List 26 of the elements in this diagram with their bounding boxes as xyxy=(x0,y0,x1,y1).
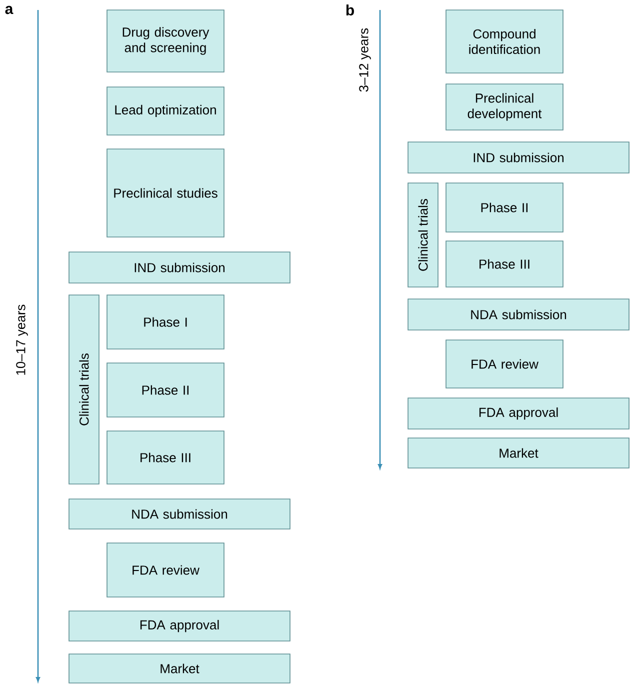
stage-box: Phase III xyxy=(446,240,564,288)
stage-box: Lead optimization xyxy=(106,86,224,136)
stage-box: Phase II xyxy=(106,362,224,418)
stage-box: Market xyxy=(408,438,630,468)
stage-box: Preclinical studies xyxy=(106,148,224,238)
stage-box: IND submission xyxy=(408,142,630,174)
stage-box: FDA approval xyxy=(68,610,290,642)
stage-box: Market xyxy=(68,654,290,684)
vertical-label-box: Clinical trials xyxy=(68,294,100,484)
stage-box: Phase I xyxy=(106,294,224,350)
duration-label: 3–12 years xyxy=(359,28,371,92)
stage-box: NDA submission xyxy=(68,498,290,530)
stage-box: Drug discovery and screening xyxy=(106,10,224,72)
stage-box: Compound identification xyxy=(446,10,564,74)
stage-box: FDA review xyxy=(106,542,224,598)
stage-box: Preclinical development xyxy=(446,84,564,130)
stage-box: FDA approval xyxy=(408,398,630,430)
stage-box: FDA review xyxy=(446,340,564,388)
vertical-label-box: Clinical trials xyxy=(408,182,438,288)
stage-box: Phase II xyxy=(446,182,564,232)
stage-box: NDA submission xyxy=(408,298,630,330)
stage-box: Phase III xyxy=(106,430,224,484)
panel-letter: a xyxy=(5,6,14,14)
panel-letter: b xyxy=(346,4,354,16)
stage-box: IND submission xyxy=(68,252,290,284)
duration-label: 10–17 years xyxy=(16,304,28,375)
